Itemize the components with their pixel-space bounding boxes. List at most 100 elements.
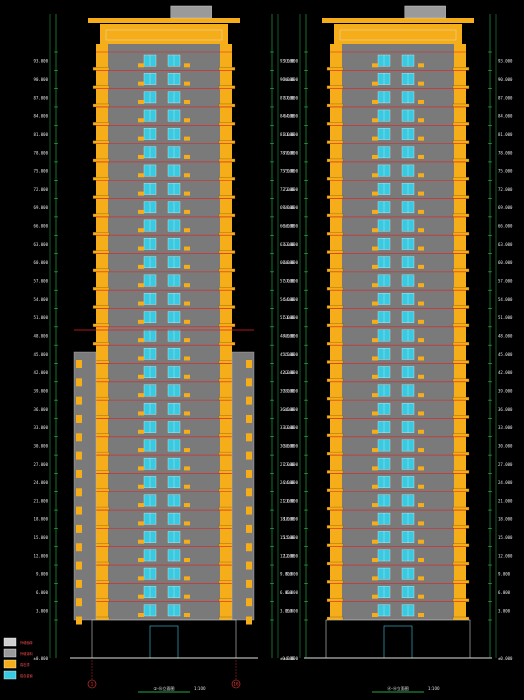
balcony-slab-left [92, 85, 110, 89]
balcony-slab-left [326, 287, 344, 291]
balcony-slab-right [452, 67, 470, 71]
level-label: 15.000 [34, 535, 49, 540]
roof-machine-room [170, 5, 212, 19]
wing-window-right [246, 506, 252, 515]
level-label: 6.000 [280, 590, 293, 595]
railing [418, 521, 424, 526]
balcony-slab-left [92, 323, 110, 327]
level-label: 75.000 [284, 169, 299, 174]
railing [138, 301, 144, 306]
wing-window-left [76, 396, 82, 405]
level-label: 87.000 [280, 95, 295, 100]
balcony-slab-left [326, 158, 344, 163]
level-label: 24.000 [284, 480, 299, 485]
railing [184, 356, 190, 361]
balcony-slab-right [218, 287, 236, 291]
level-label: 48.000 [280, 334, 295, 339]
level-label: 51.000 [280, 315, 295, 320]
ground-floor-lobby [325, 619, 471, 659]
balcony-slab-left [326, 250, 344, 254]
balcony-slab-left [92, 213, 110, 218]
level-label: 24.000 [34, 480, 49, 485]
railing [418, 154, 424, 159]
railing [418, 191, 424, 196]
level-label: 87.000 [284, 95, 299, 100]
balcony-slab-left [326, 543, 344, 547]
level-label: 27.000 [280, 462, 295, 467]
railing [138, 503, 144, 508]
level-label: 42.000 [284, 370, 299, 375]
level-label: 15.000 [284, 535, 299, 540]
balcony-slab-left [326, 305, 344, 309]
level-label: 12.000 [498, 553, 513, 558]
balcony-slab-right [452, 543, 470, 547]
railing [184, 81, 190, 86]
base-level-label: ±0.000 [284, 656, 299, 661]
level-label: 78.000 [284, 150, 299, 155]
wing-window-right [246, 598, 252, 607]
railing [372, 191, 378, 196]
balcony-slab-right [452, 323, 470, 327]
level-label: 27.000 [34, 462, 49, 467]
railing [138, 576, 144, 581]
railing [184, 411, 190, 416]
level-label: 57.000 [280, 279, 295, 284]
level-label: 3.000 [36, 608, 49, 613]
railing [418, 429, 424, 434]
railing [418, 301, 424, 306]
level-label: 51.000 [498, 315, 513, 320]
level-label: 81.000 [284, 132, 299, 137]
level-label: 87.000 [34, 95, 49, 100]
railing [184, 319, 190, 324]
balcony-slab-left [92, 268, 110, 273]
roof-cap [322, 18, 474, 23]
balcony-slab-right [218, 177, 236, 181]
railing [418, 81, 424, 86]
railing [372, 154, 378, 159]
railing [418, 594, 424, 599]
railing [418, 246, 424, 251]
level-label: 42.000 [280, 370, 295, 375]
level-label: 81.000 [280, 132, 295, 137]
ground-floor-lobby [91, 619, 237, 659]
level-label: 45.000 [34, 352, 49, 357]
railing [372, 594, 378, 599]
balcony-slab-left [92, 122, 110, 126]
level-label: 84.000 [284, 114, 299, 119]
balcony-slab-right [452, 488, 470, 492]
wing-window-right [246, 396, 252, 405]
railing [184, 338, 190, 343]
podium-wing-right [231, 351, 255, 621]
balcony-slab-right [218, 323, 236, 327]
level-label: 69.000 [498, 205, 513, 210]
railing [138, 99, 144, 104]
balcony-slab-left [326, 488, 344, 492]
balcony-slab-right [452, 158, 470, 163]
balcony-slab-right [452, 287, 470, 291]
railing [138, 264, 144, 269]
balcony-slab-right [452, 396, 470, 401]
railing [138, 63, 144, 68]
wing-window-left [76, 506, 82, 515]
railing [372, 99, 378, 104]
railing [138, 484, 144, 489]
railing [418, 466, 424, 471]
level-label: 15.000 [280, 535, 295, 540]
wing-window-right [246, 414, 252, 423]
balcony-slab-right [218, 305, 236, 309]
railing [138, 283, 144, 288]
level-label: 18.000 [284, 517, 299, 522]
balcony-slab-right [452, 305, 470, 309]
balcony-slab-left [326, 415, 344, 419]
railing [372, 264, 378, 269]
balcony-slab-right [452, 561, 470, 566]
level-label: 18.000 [498, 517, 513, 522]
railing [418, 136, 424, 141]
level-label: 36.000 [498, 407, 513, 412]
railing [418, 448, 424, 453]
level-label: 27.000 [498, 462, 513, 467]
railing [138, 319, 144, 324]
railing [184, 301, 190, 306]
railing [184, 246, 190, 251]
wing-window-left [76, 378, 82, 387]
